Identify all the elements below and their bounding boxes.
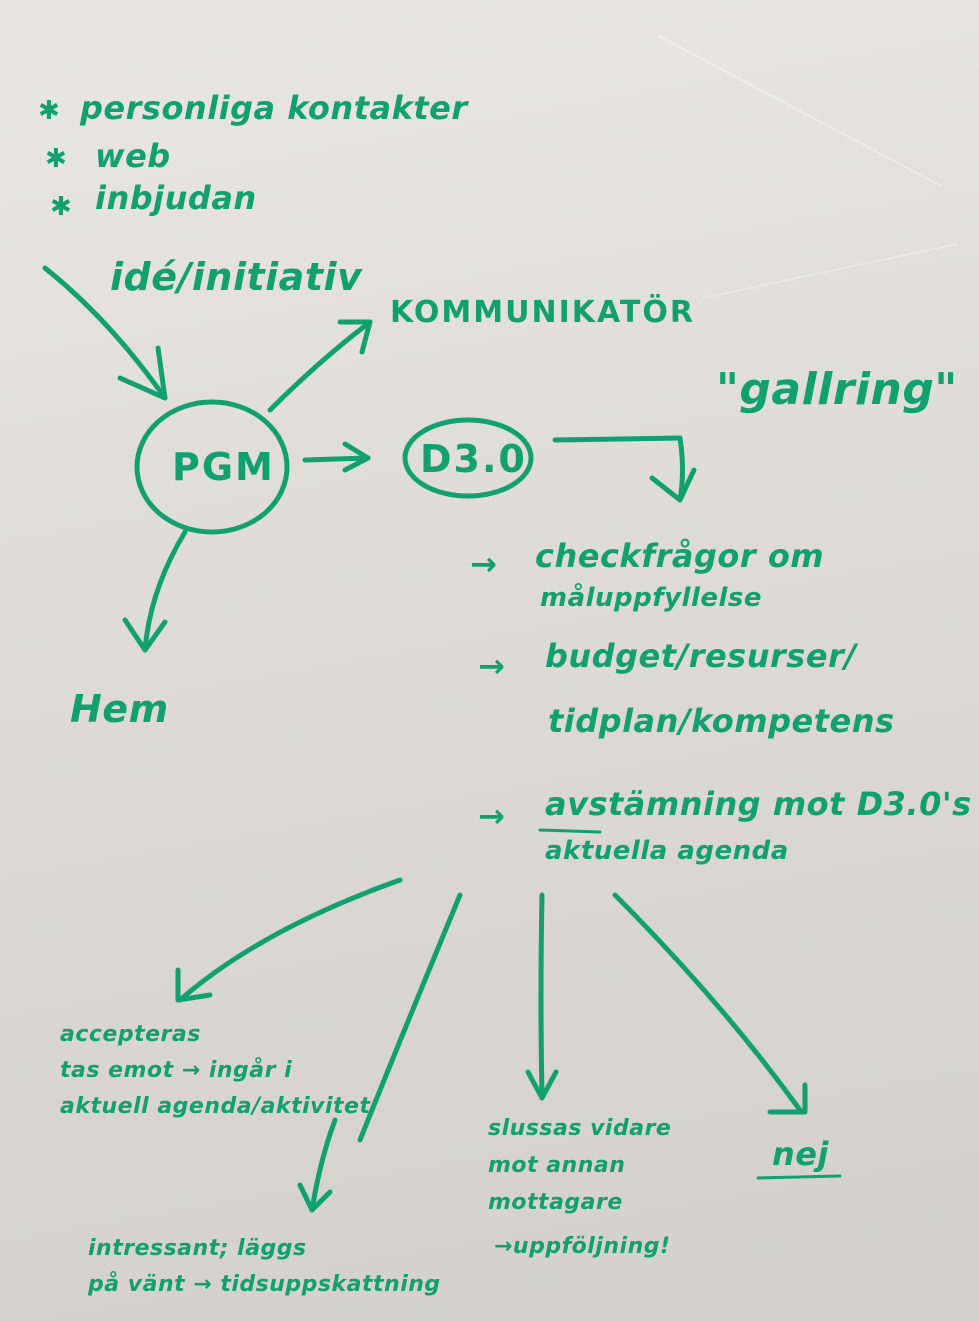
arrowhead: [342, 441, 371, 473]
arrowhead: [175, 967, 213, 1003]
arrow-pgm-to-d30: [302, 455, 371, 463]
accept-line-3: aktuell agenda/aktivitet: [60, 1094, 371, 1119]
check-2-line-1: budget/resurser/: [545, 637, 857, 675]
arrowhead: [649, 467, 697, 503]
forward-line-3: mottagare: [488, 1190, 623, 1215]
interest-line-2: på vänt → tidsuppskattning: [88, 1272, 441, 1297]
interest-line-1: intressant; läggs: [88, 1236, 307, 1261]
arrow-pgm-to-kommunikator: [267, 319, 373, 413]
accept-line-2: tas emot → ingår i: [60, 1058, 293, 1083]
forward-line-1: slussas vidare: [488, 1116, 672, 1141]
source-item: web: [95, 137, 171, 175]
check-1-line-1: checkfrågor om: [535, 537, 825, 575]
nej-underline: [756, 1174, 842, 1180]
hem-label: Hem: [70, 687, 169, 731]
check-2-line-2: tidplan/kompetens: [548, 702, 895, 740]
source-item: personliga kontakter: [80, 89, 468, 127]
arrowhead: [117, 345, 168, 401]
arrowhead: [767, 1082, 808, 1115]
accept-line-1: accepteras: [60, 1022, 201, 1047]
arrowhead: [337, 319, 373, 355]
source-item: inbjudan: [95, 179, 257, 217]
bullet-icon: ✱: [38, 96, 61, 126]
check-underline: [538, 828, 602, 834]
check-1-line-2: måluppfyllelse: [540, 583, 763, 613]
pgm-label: PGM: [172, 445, 275, 489]
arrow-pgm-to-hem: [142, 529, 188, 653]
arrowhead: [122, 617, 168, 653]
arrow-to-intressant: [309, 1117, 338, 1213]
check-arrow: →: [470, 545, 498, 583]
check-arrow: →: [478, 797, 506, 835]
arrowhead: [525, 1069, 559, 1101]
idea-label: idé/initiativ: [110, 255, 363, 299]
gallring-label: "gallring": [716, 364, 958, 415]
arrow-d30-to-checks: [552, 435, 685, 503]
forward-line-2: mot annan: [488, 1153, 626, 1178]
arrowhead: [297, 1182, 333, 1213]
d30-circle: [402, 417, 534, 499]
check-3-line-2: aktuella agenda: [545, 836, 789, 866]
forward-line-4: →uppföljning!: [494, 1234, 671, 1259]
arrow-ideas-to-pgm: [42, 265, 168, 401]
d30-label: D3.0: [420, 437, 527, 481]
kommunikator-label: KOMMUNIKATÖR: [390, 295, 695, 330]
check-arrow: →: [478, 647, 506, 685]
arrow-to-accepteras: [177, 877, 403, 1003]
arrow-to-nej: [612, 892, 803, 1113]
no-label: nej: [772, 1135, 829, 1173]
pgm-circle: [134, 399, 290, 535]
arrow-to-slussas: [538, 892, 545, 1098]
arrow-to-intressant-line: [357, 892, 463, 1143]
check-3-line-1: avstämning mot D3.0's: [545, 785, 972, 823]
bullet-icon: ✱: [50, 192, 73, 222]
bullet-icon: ✱: [45, 144, 68, 174]
